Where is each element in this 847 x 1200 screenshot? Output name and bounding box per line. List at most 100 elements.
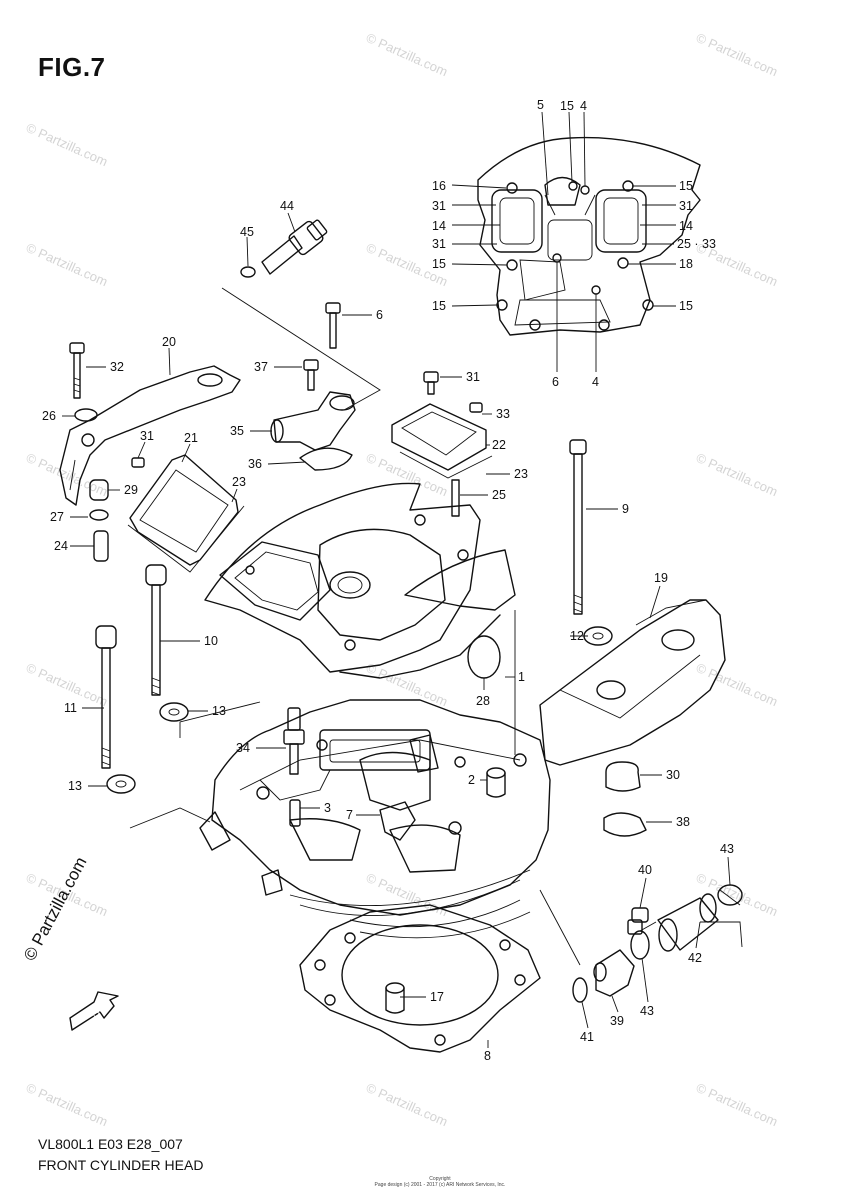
bolt-37 — [303, 359, 319, 391]
clamp-43-upper — [717, 884, 743, 906]
callout-15: 15 — [679, 179, 693, 193]
callout-25-33: 25 · 33 — [677, 237, 716, 251]
head-gasket-upper — [204, 482, 516, 679]
callout-14: 14 — [432, 219, 446, 233]
callout-18: 18 — [679, 257, 693, 271]
washer-13-lower — [106, 774, 136, 794]
stud-25 — [451, 479, 460, 517]
callout-31: 31 — [466, 370, 480, 384]
callout-6: 6 — [552, 375, 559, 389]
callout-41: 41 — [580, 1030, 594, 1044]
callout-31: 31 — [432, 237, 446, 251]
cap-22 — [391, 403, 493, 479]
callout-43: 43 — [640, 1004, 654, 1018]
bolt-32 — [69, 342, 85, 399]
callout-21: 21 — [184, 431, 198, 445]
callout-31: 31 — [432, 199, 446, 213]
bolt-33 — [469, 402, 483, 413]
callout-30: 30 — [666, 768, 680, 782]
plug-28 — [467, 635, 501, 679]
bolt-6-top — [325, 302, 341, 349]
callout-29: 29 — [124, 483, 138, 497]
collar-24 — [93, 530, 109, 562]
callout-15: 15 — [560, 99, 574, 113]
callout-35: 35 — [230, 424, 244, 438]
callout-24: 24 — [54, 539, 68, 553]
grommet-30 — [605, 761, 641, 792]
small-copyright: Copyright Page design (c) 2001 - 2017 (c… — [374, 1176, 506, 1188]
washer-12 — [583, 626, 613, 646]
callout-34: 34 — [236, 741, 250, 755]
washer-13-upper — [159, 702, 189, 722]
clamp-43-lower — [630, 921, 657, 960]
valve-cover-gasket-plate — [477, 136, 701, 336]
leader-lines — [62, 111, 743, 1048]
callout-36: 36 — [248, 457, 262, 471]
callout-16: 16 — [432, 179, 446, 193]
callout-5: 5 — [537, 98, 544, 112]
hose-42 — [657, 893, 719, 952]
cylinder-gasket-8 — [299, 904, 541, 1053]
o-ring-36 — [299, 447, 353, 471]
callout-10: 10 — [204, 634, 218, 648]
diagram-caption: FRONT CYLINDER HEAD — [38, 1157, 204, 1173]
side-cover-19 — [539, 599, 726, 766]
fwd-arrow: FWD — [69, 991, 119, 1031]
bolt-31-left — [131, 457, 145, 468]
callout-32: 32 — [110, 360, 124, 374]
callout-43: 43 — [720, 842, 734, 856]
callout-25: 25 — [492, 488, 506, 502]
callout-20: 20 — [162, 335, 176, 349]
callout-37: 37 — [254, 360, 268, 374]
callout-19: 19 — [654, 571, 668, 585]
callout-40: 40 — [638, 863, 652, 877]
bolt-40 — [627, 907, 649, 935]
callout-3: 3 — [324, 801, 331, 815]
callout-28: 28 — [476, 694, 490, 708]
model-code: VL800L1 E03 E28_007 — [38, 1136, 183, 1152]
o-ring-41 — [572, 977, 588, 1003]
dowel-2 — [486, 767, 506, 798]
callout-33: 33 — [496, 407, 510, 421]
callout-2: 2 — [468, 773, 475, 787]
callout-17: 17 — [430, 990, 444, 1004]
collar-38 — [603, 812, 647, 837]
callout-38: 38 — [676, 815, 690, 829]
callout-labels: 5 15 4 16 15 31 31 14 14 31 25 · 33 15 1… — [42, 98, 734, 1063]
callout-15: 15 — [432, 299, 446, 313]
bolt-10 — [145, 564, 167, 696]
callout-42: 42 — [688, 951, 702, 965]
callout-15: 15 — [679, 299, 693, 313]
callout-44: 44 — [280, 199, 294, 213]
bolt-11 — [95, 625, 117, 769]
callout-13: 13 — [68, 779, 82, 793]
fitting-39 — [593, 949, 635, 997]
callout-7: 7 — [346, 808, 353, 822]
bracket-7 — [379, 801, 416, 841]
figure-title: FIG.7 — [38, 52, 106, 82]
leader-sensor-group — [221, 287, 381, 411]
washer-26 — [74, 408, 98, 422]
callout-22: 22 — [492, 438, 506, 452]
outer-cover-20 — [59, 365, 241, 506]
callout-31: 31 — [140, 429, 154, 443]
callout-1: 1 — [518, 670, 525, 684]
callout-9: 9 — [622, 502, 629, 516]
stud-3 — [289, 799, 301, 827]
bolt-31-right — [423, 371, 439, 395]
callout-6: 6 — [376, 308, 383, 322]
callout-14: 14 — [679, 219, 693, 233]
cap-21 — [127, 454, 245, 573]
callout-4: 4 — [592, 375, 599, 389]
callout-13: 13 — [212, 704, 226, 718]
callout-23: 23 — [514, 467, 528, 481]
callout-15: 15 — [432, 257, 446, 271]
callout-31: 31 — [679, 199, 693, 213]
callout-26: 26 — [42, 409, 56, 423]
callout-12: 12 — [570, 629, 584, 643]
washer-27 — [89, 509, 109, 521]
bolt-9 — [569, 439, 587, 615]
sensor-44 — [240, 219, 328, 278]
thermostat-housing-35 — [270, 391, 356, 451]
